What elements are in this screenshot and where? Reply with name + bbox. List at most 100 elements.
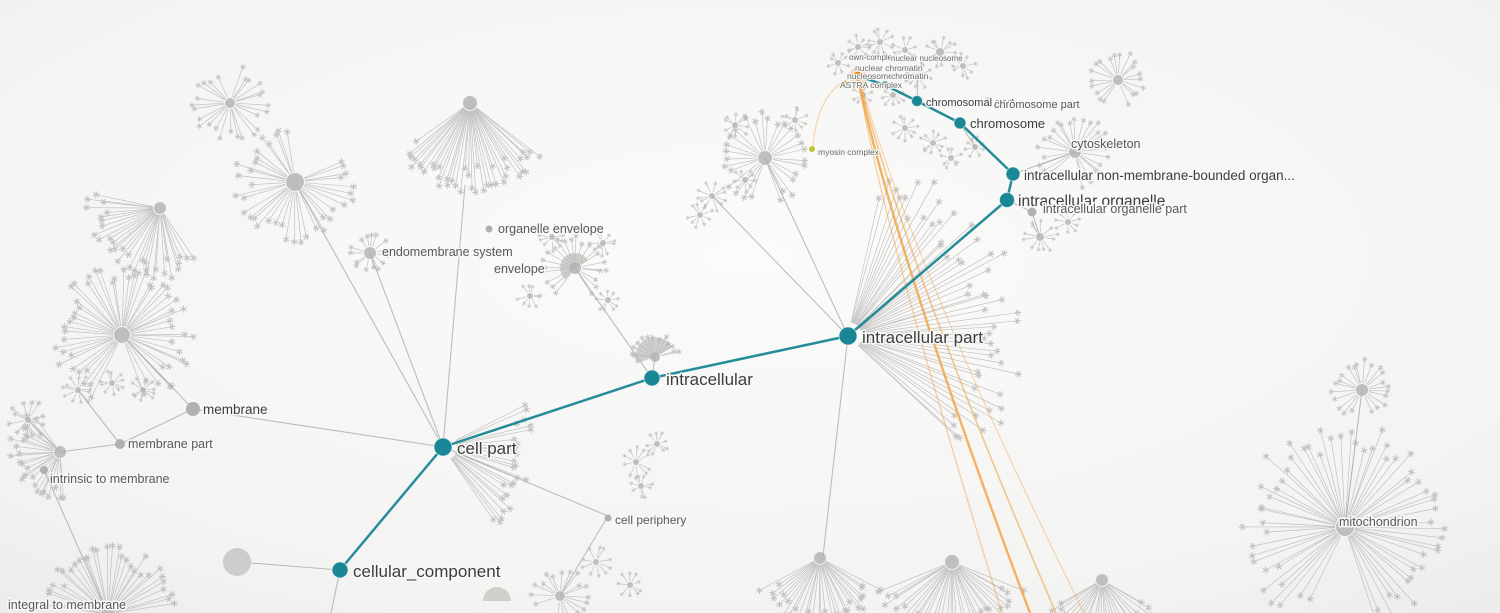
cluster-ray [235, 104, 267, 113]
ray-tip-asterisk [1411, 600, 1418, 607]
cluster-ray [1097, 586, 1102, 613]
ray-tip-asterisk [23, 464, 31, 472]
ray-tip-asterisk [948, 57, 953, 62]
node-chromosome[interactable] [953, 116, 967, 130]
node-intracellular[interactable] [643, 369, 661, 387]
label-chromosome-part[interactable]: chromosome part [993, 98, 1082, 113]
node-cell-periphery[interactable] [604, 514, 612, 522]
cluster-ray [474, 109, 520, 177]
cluster-ray [925, 568, 949, 613]
cluster-ray [447, 110, 469, 186]
ray-tip-asterisk [1316, 426, 1324, 434]
label-nuclear-chromatin[interactable]: nuclear chromatin [854, 62, 924, 74]
ray-tip-asterisk [1431, 491, 1439, 499]
ray-tip-asterisk [756, 587, 763, 594]
cluster-core-node [638, 483, 644, 489]
label-intracellular-organelle[interactable]: intracellular organelle [1017, 192, 1167, 212]
cluster-ray [90, 342, 118, 385]
go-term-cluster [939, 147, 964, 170]
label-endomembrane-system[interactable]: endomembrane system [381, 244, 515, 261]
ray-tip-asterisk [979, 427, 987, 434]
cluster-ray [123, 275, 135, 327]
ray-tip-asterisk [702, 222, 707, 227]
ray-tip-asterisk [76, 556, 83, 564]
ray-tip-asterisk [984, 266, 992, 274]
label-nucleosome[interactable]: nucleosome [846, 70, 894, 82]
node-chromatin-junction[interactable] [880, 80, 890, 90]
node-cellular-component[interactable] [331, 561, 349, 579]
cluster-ray [298, 190, 317, 229]
ray-tip-asterisk [998, 296, 1006, 303]
node-intracellular-part[interactable] [838, 326, 858, 346]
label-intracellular-organelle-part[interactable]: intracellular organelle part [1042, 201, 1189, 218]
label-chromosome[interactable]: chromosome [969, 115, 1047, 133]
cluster-ray [1065, 209, 1068, 219]
ray-tip-asterisk [789, 176, 797, 184]
ray-tip-asterisk [1133, 609, 1141, 613]
ray-tip-asterisk [629, 481, 634, 486]
node-intrinsic-to-membrane[interactable] [40, 466, 48, 474]
cluster-ray [163, 213, 194, 259]
label-membrane[interactable]: membrane [202, 401, 270, 419]
cluster-ray [106, 546, 109, 607]
ray-tip-asterisk [615, 296, 621, 301]
cluster-ray [99, 270, 120, 327]
label-nuclear-nucleosome[interactable]: nuclear nucleosome [890, 53, 964, 64]
node-chromosomal-part[interactable] [911, 95, 923, 107]
cluster-ray [160, 214, 165, 274]
cluster-ray [638, 464, 647, 474]
ray-tip-asterisk [924, 55, 930, 60]
node-cell-part[interactable] [433, 437, 453, 457]
node-myosin-complex[interactable] [809, 146, 815, 152]
ray-tip-asterisk [20, 471, 28, 479]
label-intrinsic-to-membrane[interactable]: intrinsic to membrane [49, 471, 172, 488]
cluster-ray [528, 286, 530, 293]
label-intracellular-non-membrane-bounded-organelle[interactable]: intracellular non-membrane-bounded organ… [1023, 167, 1297, 185]
node-membrane[interactable] [186, 402, 200, 416]
cluster-ray [114, 374, 122, 381]
ray-tip-asterisk [721, 186, 726, 191]
cluster-ray [805, 564, 819, 613]
label-envelope[interactable]: envelope [493, 261, 547, 278]
cluster-ray [609, 303, 614, 310]
ray-tip-asterisk [950, 64, 955, 69]
ray-tip-asterisk [889, 81, 894, 86]
ray-tip-asterisk [240, 209, 248, 217]
go-term-cluster [1034, 116, 1111, 191]
ray-tip-asterisk [650, 451, 655, 457]
label-mitochondrion[interactable]: mitochondrion [1338, 514, 1420, 531]
label-membrane-part[interactable]: membrane part [127, 436, 215, 453]
label-own-complex[interactable]: own-complex [848, 52, 897, 63]
ray-tip-asterisk [265, 217, 272, 225]
cluster-ray [530, 594, 555, 597]
node-intracellular-non-membrane-bounded-organelle[interactable] [1005, 166, 1021, 182]
label-chromosomal-part[interactable]: chromosomal part [925, 96, 1016, 111]
label-cellular-component[interactable]: cellular_component [352, 561, 503, 583]
node-membrane-part[interactable] [115, 439, 125, 449]
ray-tip-asterisk [67, 351, 75, 359]
label-intracellular[interactable]: intracellular [665, 369, 755, 391]
node-organelle-envelope[interactable] [485, 225, 493, 233]
label-organelle-envelope[interactable]: organelle envelope [497, 221, 606, 238]
node-nucleosome-hub[interactable] [852, 70, 864, 82]
cluster-ray [581, 261, 605, 268]
cluster-ray [115, 603, 175, 613]
ray-tip-asterisk [576, 582, 583, 589]
label-intracellular-part[interactable]: intracellular part [861, 327, 985, 349]
label-cell-periphery[interactable]: cell periphery [614, 512, 688, 529]
node-chromosome-part[interactable] [984, 97, 992, 105]
label-myosin-complex[interactable]: myosin complex [817, 146, 881, 158]
label-cytoskeleton[interactable]: cytoskeleton [1070, 136, 1143, 153]
go-term-cluster [130, 376, 157, 403]
node-astra-complex[interactable] [842, 81, 848, 87]
label-chromatin[interactable]: chromatin [890, 70, 930, 82]
label-astra-complex[interactable]: ASTRA complex [839, 79, 904, 91]
node-intracellular-organelle-part[interactable] [1027, 207, 1037, 217]
label-cell-part[interactable]: cell part [456, 438, 519, 460]
node-intracellular-organelle[interactable] [999, 192, 1015, 208]
ray-tip-asterisk [580, 565, 585, 570]
cluster-ray [92, 549, 107, 607]
label-integral-to-membrane[interactable]: integral to membrane [7, 597, 128, 613]
